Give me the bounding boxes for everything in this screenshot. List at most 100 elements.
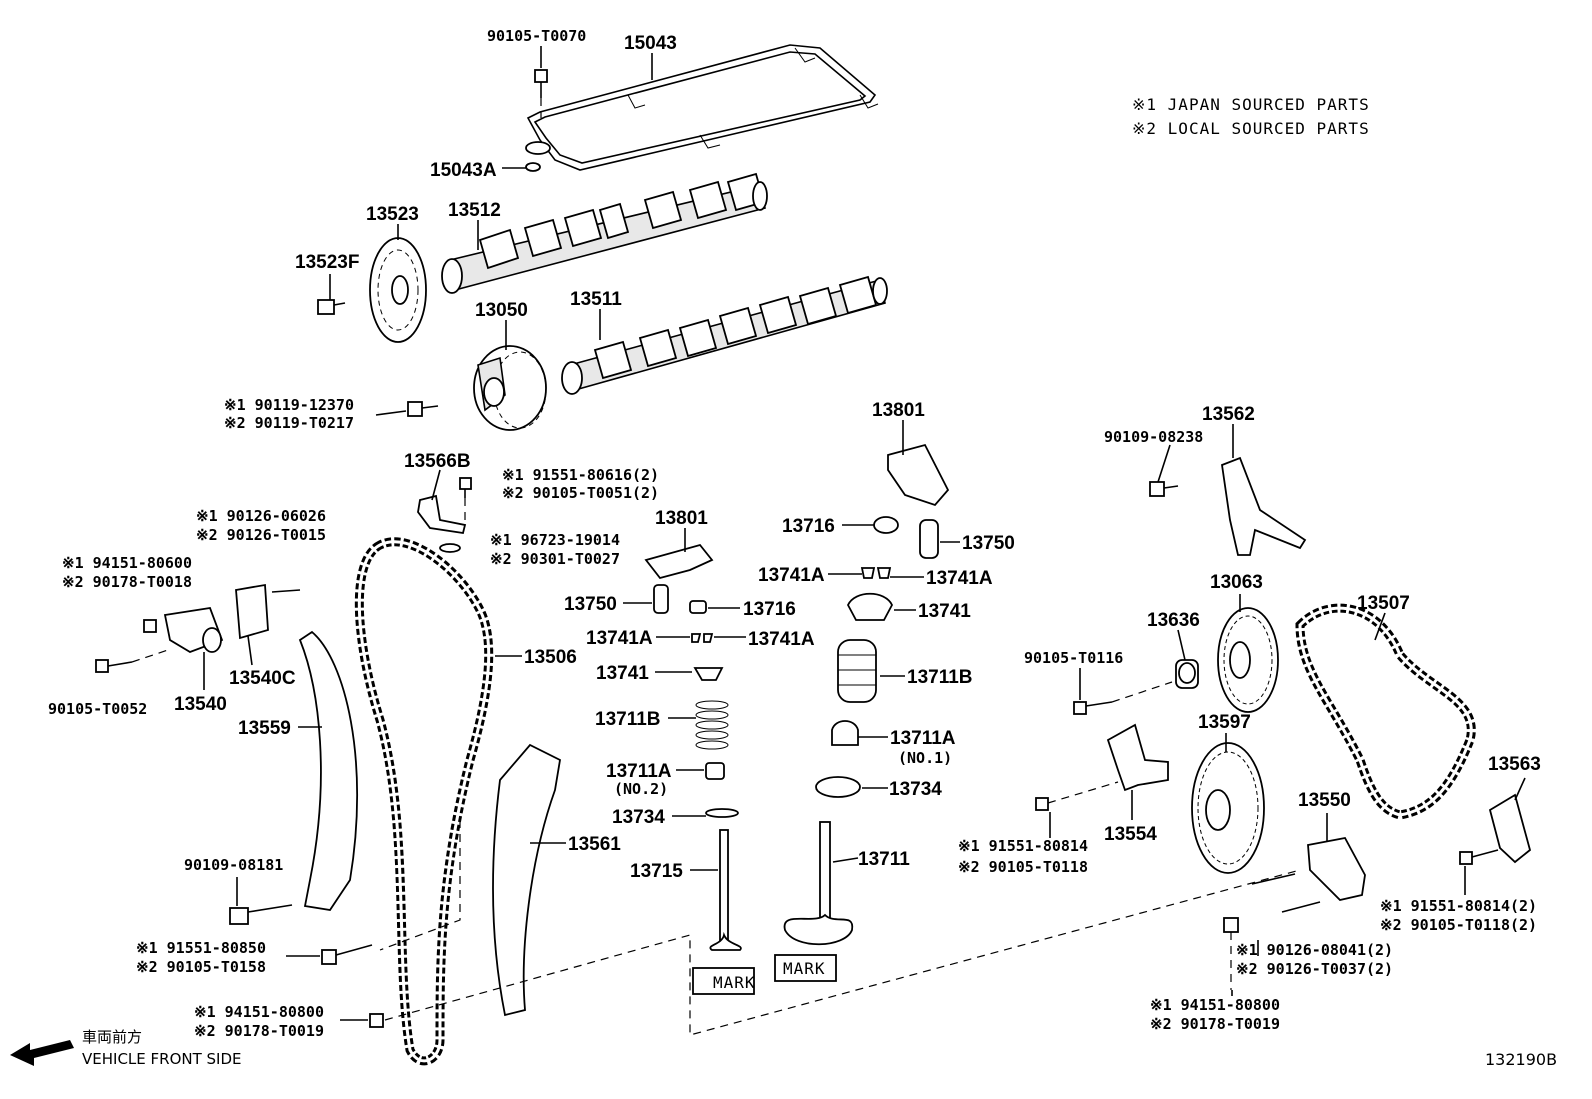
label-13711A-left: 13711A — [606, 761, 672, 782]
part-90126-stud-a — [1251, 873, 1296, 885]
part-13801-rocker-left — [644, 543, 714, 580]
label-13711: 13711 — [858, 849, 910, 870]
label-90178-T0019-left: ※2 90178-T0019 — [194, 1022, 324, 1040]
part-13741A-keepers-left — [691, 633, 714, 643]
part-13562-chain-guide — [1221, 456, 1307, 556]
label-13559: 13559 — [238, 718, 291, 739]
part-15043-gasket — [526, 44, 879, 171]
label-91551-80850: ※1 91551-80850 — [136, 939, 266, 957]
label-90105-T0116: 90105-T0116 — [1024, 649, 1123, 667]
dashed-leader-b — [384, 869, 1301, 1036]
part-13711A-seat-left — [705, 762, 725, 780]
label-13540: 13540 — [174, 694, 227, 715]
label-13801-top: 13801 — [872, 400, 925, 421]
label-13554: 13554 — [1104, 824, 1157, 845]
label-13801-mid: 13801 — [655, 508, 708, 529]
label-13750-left: 13750 — [564, 594, 617, 615]
label-13741A-left1: 13741A — [586, 628, 653, 649]
part-15043A-grommet — [525, 141, 551, 155]
label-90301-T0027: ※2 90301-T0027 — [490, 550, 620, 568]
label-13511: 13511 — [570, 289, 622, 310]
label-13523: 13523 — [366, 204, 419, 225]
label-90109-08238: 90109-08238 — [1104, 428, 1203, 446]
label-91551-80616: ※1 91551-80616(2) — [502, 466, 659, 484]
label-90119-12370: ※1 90119-12370 — [224, 396, 354, 414]
label-13597: 13597 — [1198, 712, 1251, 733]
label-13063: 13063 — [1210, 572, 1263, 593]
label-90105-T0158: ※2 90105-T0158 — [136, 958, 266, 976]
mark-box-right — [774, 954, 837, 982]
vehicle-front-jp-label: 車両前方 — [82, 1028, 142, 1046]
label-13711A-right: 13711A — [890, 728, 956, 749]
label-13550: 13550 — [1298, 790, 1351, 811]
part-90119-bolt — [407, 401, 439, 417]
part-13750-adjuster-right — [919, 519, 939, 559]
part-13734-washer-right — [815, 776, 861, 798]
label-90105-T0118-2: ※2 90105-T0118(2) — [1380, 916, 1537, 934]
label-15043A: 15043A — [430, 160, 497, 181]
label-13750-right: 13750 — [962, 533, 1015, 554]
part-13711B-spring-right — [837, 639, 877, 703]
part-13734-washer-left — [705, 808, 739, 818]
part-13559-chain-guide — [298, 630, 359, 911]
part-13597-gear — [1191, 742, 1265, 874]
label-13716-top: 13716 — [782, 516, 835, 537]
label-13506: 13506 — [524, 647, 577, 668]
part-13741-retainer-right — [846, 592, 894, 621]
part-13523F-bolt — [317, 299, 346, 315]
part-13715-valve — [709, 829, 742, 951]
part-13511-camshaft — [561, 275, 888, 395]
part-13566B-bracket — [417, 477, 472, 553]
label-13716-left: 13716 — [743, 599, 796, 620]
part-13741A-keepers-right — [860, 567, 892, 579]
part-13554-lever — [1106, 723, 1169, 792]
part-90105-T0070-bolt — [534, 69, 548, 118]
diagram-id: 132190B — [1485, 1050, 1557, 1069]
label-13566B: 13566B — [404, 451, 471, 472]
part-13801-rocker-top — [887, 443, 950, 507]
label-90126-08041: ※1 90126-08041(2) — [1236, 941, 1393, 959]
part-90109-08181-bolt — [229, 904, 293, 925]
label-13562: 13562 — [1202, 404, 1255, 425]
note-local-sourced: ※2 LOCAL SOURCED PARTS — [1132, 119, 1370, 138]
mark-label-left: MARK — [713, 973, 756, 992]
label-91551-80814-2: ※1 91551-80814(2) — [1380, 897, 1537, 915]
label-90178-T0018: ※2 90178-T0018 — [62, 573, 192, 591]
label-90105-T0118: ※2 90105-T0118 — [958, 858, 1088, 876]
part-90109-08238-bolt — [1149, 481, 1179, 497]
part-15043A-washer — [525, 162, 541, 172]
part-94151-80800-nut-left — [369, 1013, 384, 1028]
label-13561: 13561 — [568, 834, 621, 855]
part-90105-T0116-bolt — [1073, 681, 1173, 715]
label-13050: 13050 — [475, 300, 528, 321]
vehicle-front-arrow-icon — [10, 1040, 74, 1066]
label-91551-80814: ※1 91551-80814 — [958, 837, 1088, 855]
part-13540C-gasket — [235, 583, 269, 640]
label-13711B-right: 13711B — [907, 667, 973, 688]
part-13636-bushing — [1175, 659, 1199, 689]
label-90105-T0051: ※2 90105-T0051(2) — [502, 484, 659, 502]
part-13540-tensioner — [163, 606, 224, 653]
label-13563: 13563 — [1488, 754, 1541, 775]
label-94151-80800-right: ※1 94151-80800 — [1150, 996, 1280, 1014]
part-13741-retainer-left — [693, 667, 724, 681]
dashed-leader-a — [379, 820, 461, 951]
part-13716-shim-right — [873, 516, 899, 534]
label-90105-T0070: 90105-T0070 — [487, 27, 586, 45]
label-13741-right: 13741 — [918, 601, 971, 622]
label-90119-T0217: ※2 90119-T0217 — [224, 414, 354, 432]
label-90178-T0019-right: ※2 90178-T0019 — [1150, 1015, 1280, 1033]
label-96723-19014: ※1 96723-19014 — [490, 531, 620, 549]
label-13711B-left: 13711B — [595, 709, 661, 730]
part-13711-valve — [783, 821, 854, 946]
part-13561-chain-guide — [492, 743, 561, 1017]
label-94151-80600: ※1 94151-80600 — [62, 554, 192, 572]
label-90105-T0052: 90105-T0052 — [48, 700, 147, 718]
part-labels: 90105-T0070 15043 15043A 13523 13512 135… — [48, 27, 1557, 1069]
label-13734-left: 13734 — [612, 807, 665, 828]
label-13734-right: 13734 — [889, 779, 942, 800]
part-13716-shim-left — [689, 600, 707, 614]
label-13715: 13715 — [630, 861, 683, 882]
part-13563-plate — [1488, 793, 1532, 864]
